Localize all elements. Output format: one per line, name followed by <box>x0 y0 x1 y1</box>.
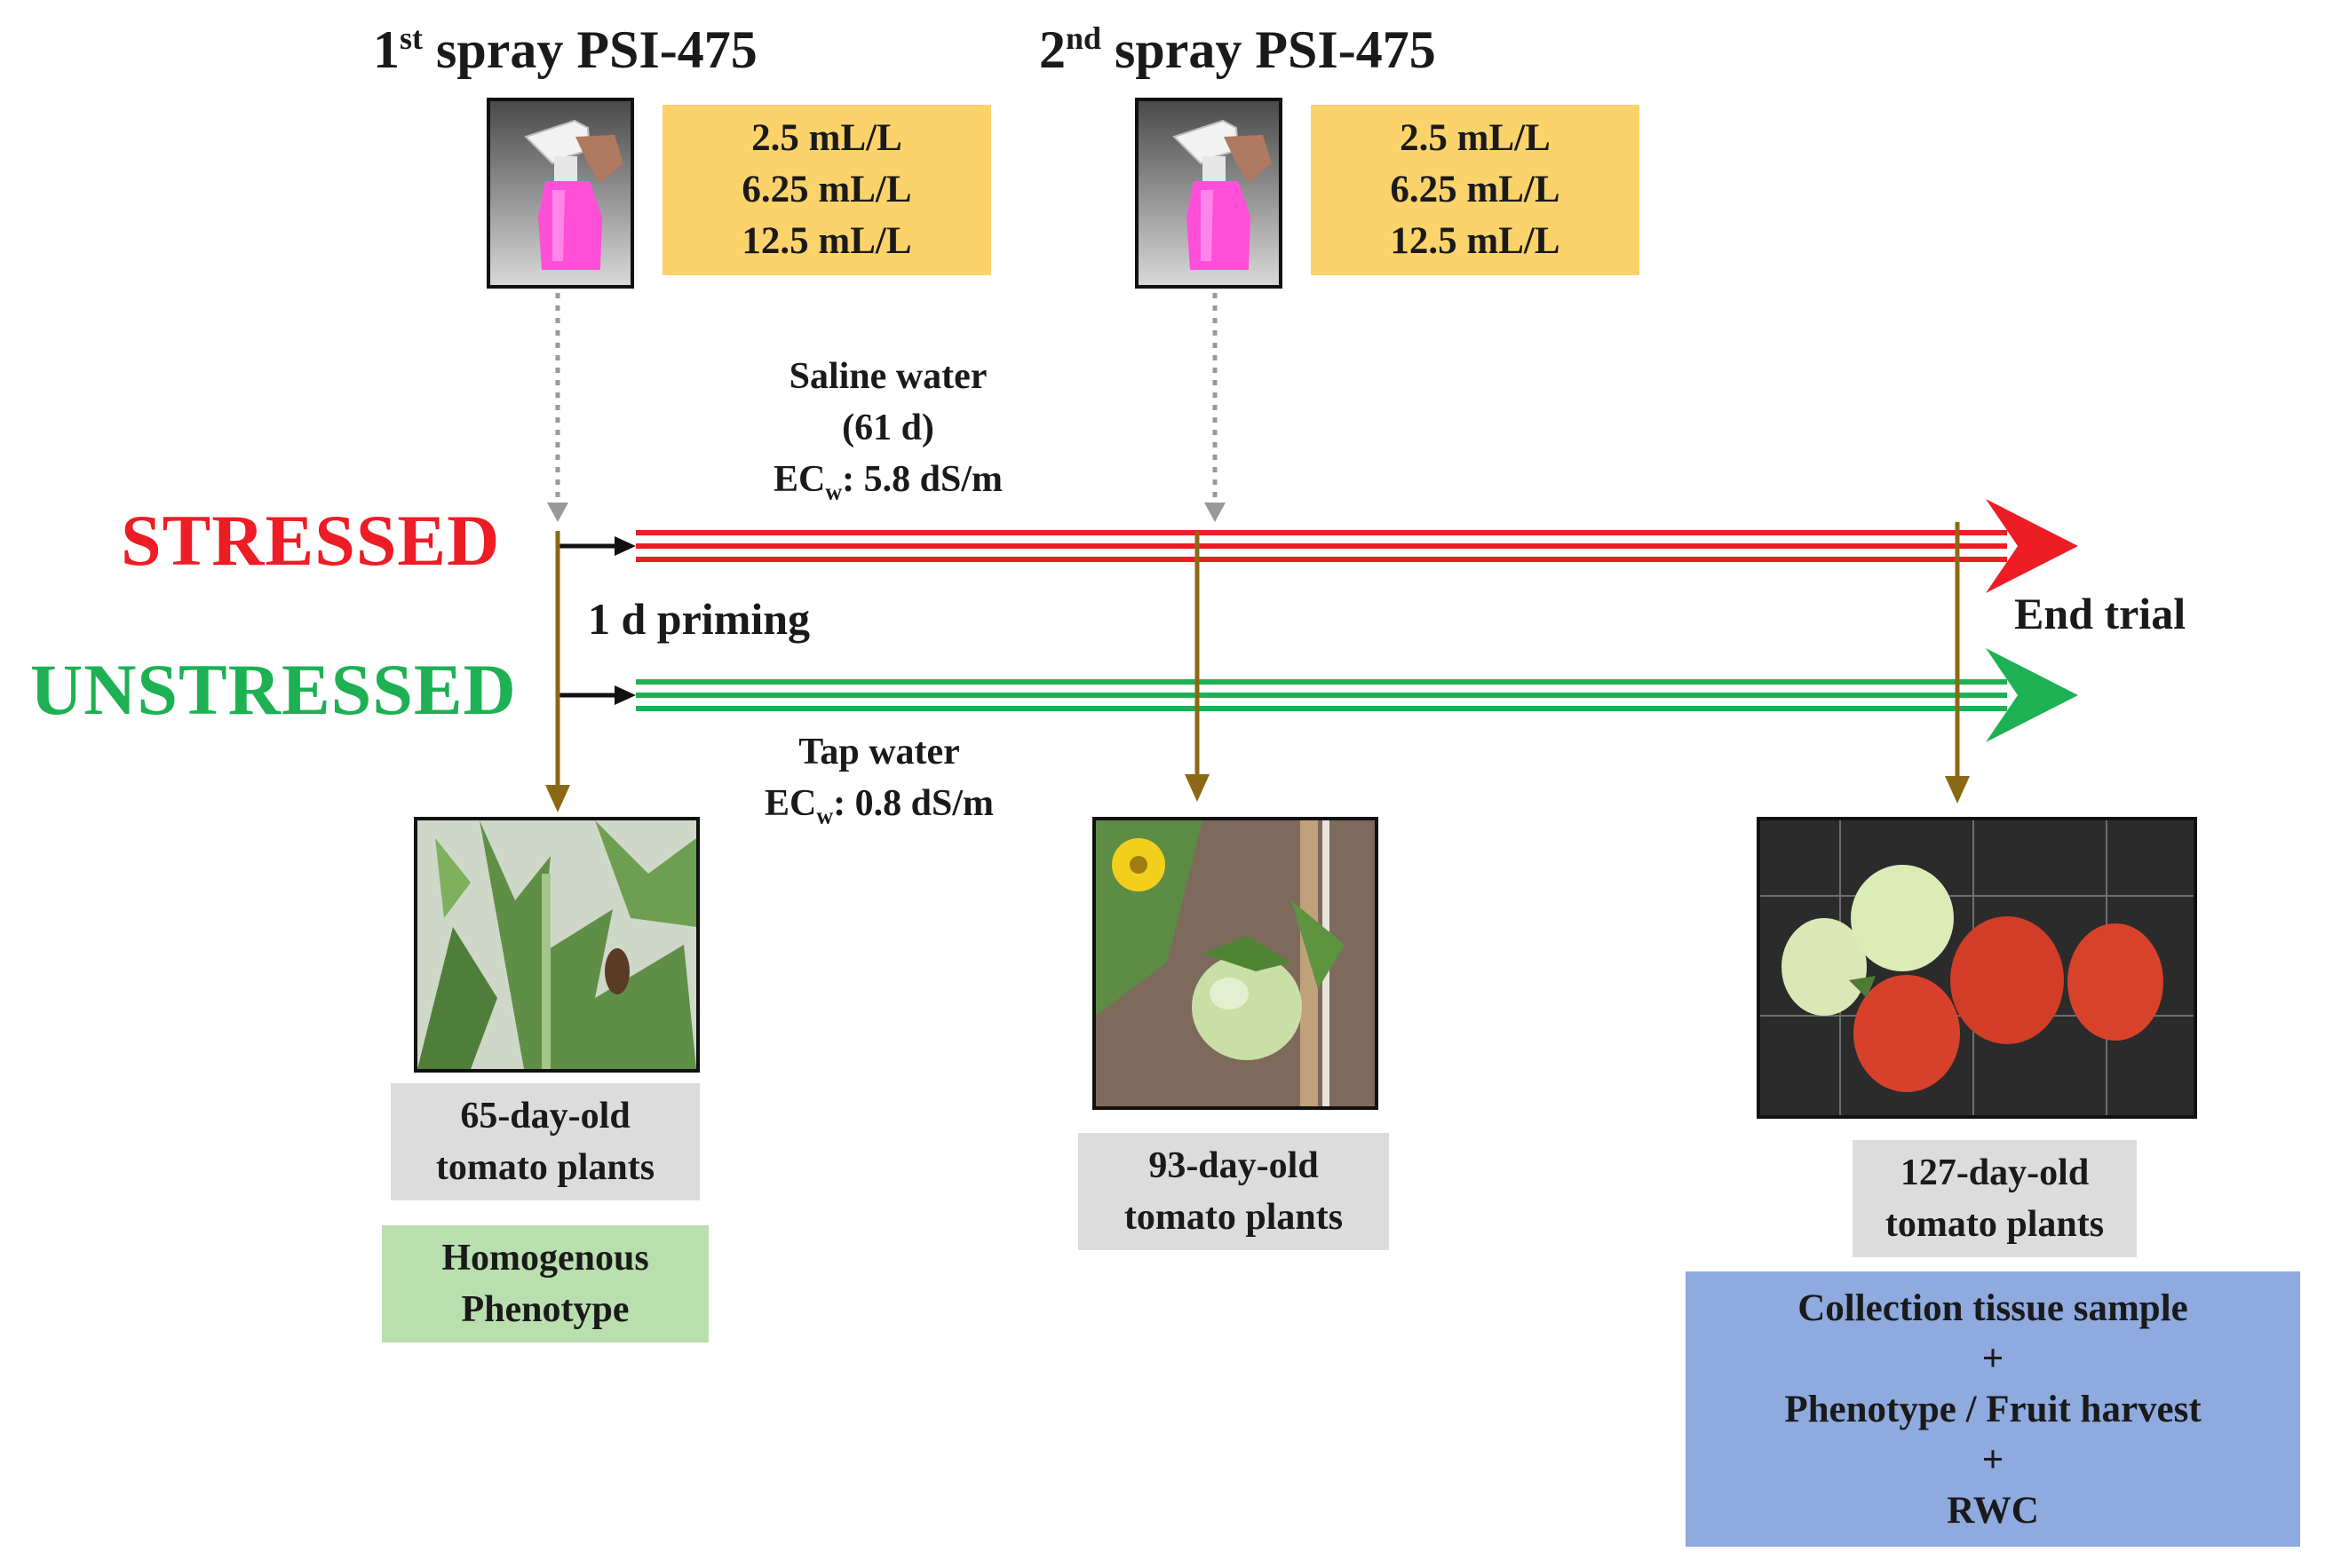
stage-label-127d: 127-day-old tomato plants <box>1853 1140 2137 1257</box>
unstressed-arrow <box>636 648 2078 742</box>
priming-label: 1 d priming <box>588 594 811 644</box>
spray-bottle-icon <box>524 119 623 270</box>
dose-item: 2.5 mL/L <box>1400 117 1551 159</box>
dose-box-2: 2.5 mL/L 6.25 mL/L 12.5 mL/L <box>1311 105 1639 275</box>
sampling-arrow-93d <box>1185 531 1210 802</box>
spray1-dotted-connector <box>547 293 568 522</box>
tap-water-label: Tap water ECw: 0.8 dS/m <box>702 726 1057 829</box>
stage-label-line: tomato plants <box>1885 1204 2105 1245</box>
start-arrows <box>558 536 636 705</box>
spray-bottle-icon <box>1172 119 1272 270</box>
saline-title: Saline water <box>789 356 988 397</box>
phenotype-line: Homogenous <box>441 1238 649 1279</box>
plant-leaves-image <box>417 820 696 1069</box>
stage-label-line: tomato plants <box>1123 1197 1344 1238</box>
unstressed-label: UNSTRESSED <box>30 649 517 730</box>
dose-item: 2.5 mL/L <box>751 117 902 159</box>
dose-item: 6.25 mL/L <box>1390 169 1560 210</box>
stage-label-line: 65-day-old <box>460 1096 631 1136</box>
end-trial-label: End trial <box>2014 589 2186 638</box>
plus-sign: + <box>1981 1438 2004 1481</box>
saline-water-label: Saline water (61 d) ECw: 5.8 dS/m <box>710 351 1066 505</box>
tomato-photo-127d <box>1757 817 2197 1119</box>
dose-item: 6.25 mL/L <box>742 169 912 210</box>
spray-bottle-image-2 <box>1135 98 1282 289</box>
stressed-arrow <box>636 499 2078 593</box>
plant-photo-65d <box>414 817 700 1073</box>
stressed-label: STRESSED <box>121 500 501 581</box>
saline-duration: (61 d) <box>842 408 934 448</box>
stage-label-line: tomato plants <box>435 1147 655 1188</box>
dose-item: 12.5 mL/L <box>742 220 912 262</box>
outcome-line: Collection tissue sample <box>1797 1287 2188 1329</box>
dose-box-1: 2.5 mL/L 6.25 mL/L 12.5 mL/L <box>663 105 991 275</box>
stage-label-line: 93-day-old <box>1148 1145 1319 1186</box>
tap-title: Tap water <box>798 732 960 772</box>
tap-ec: ECw: 0.8 dS/m <box>765 783 994 829</box>
outcome-line: Phenotype / Fruit harvest <box>1784 1388 2202 1430</box>
saline-ec: ECw: 5.8 dS/m <box>774 459 1003 505</box>
stage-label-line: 127-day-old <box>1900 1152 2090 1193</box>
phenotype-line: Phenotype <box>461 1289 630 1330</box>
harvested-tomatoes-image <box>1760 820 2194 1115</box>
spray-bottle-image-1 <box>487 98 634 289</box>
homogenous-phenotype-box: Homogenous Phenotype <box>382 1225 709 1342</box>
dose-item: 12.5 mL/L <box>1390 220 1560 262</box>
tomato-fruit-image <box>1096 820 1375 1106</box>
outcome-line: RWC <box>1947 1489 2039 1532</box>
stage-label-93d: 93-day-old tomato plants <box>1078 1133 1389 1250</box>
spray1-title: 1st spray PSI-475 <box>373 20 758 79</box>
spray2-dotted-connector <box>1204 293 1226 522</box>
plus-sign: + <box>1981 1337 2004 1380</box>
sampling-arrow-127d <box>1945 522 1970 804</box>
plant-photo-93d <box>1092 817 1378 1110</box>
final-outcomes-box: Collection tissue sample + Phenotype / F… <box>1686 1271 2300 1547</box>
spray2-title: 2nd spray PSI-475 <box>1039 20 1436 79</box>
sampling-arrow-65d <box>545 531 570 812</box>
stage-label-65d: 65-day-old tomato plants <box>391 1083 700 1200</box>
